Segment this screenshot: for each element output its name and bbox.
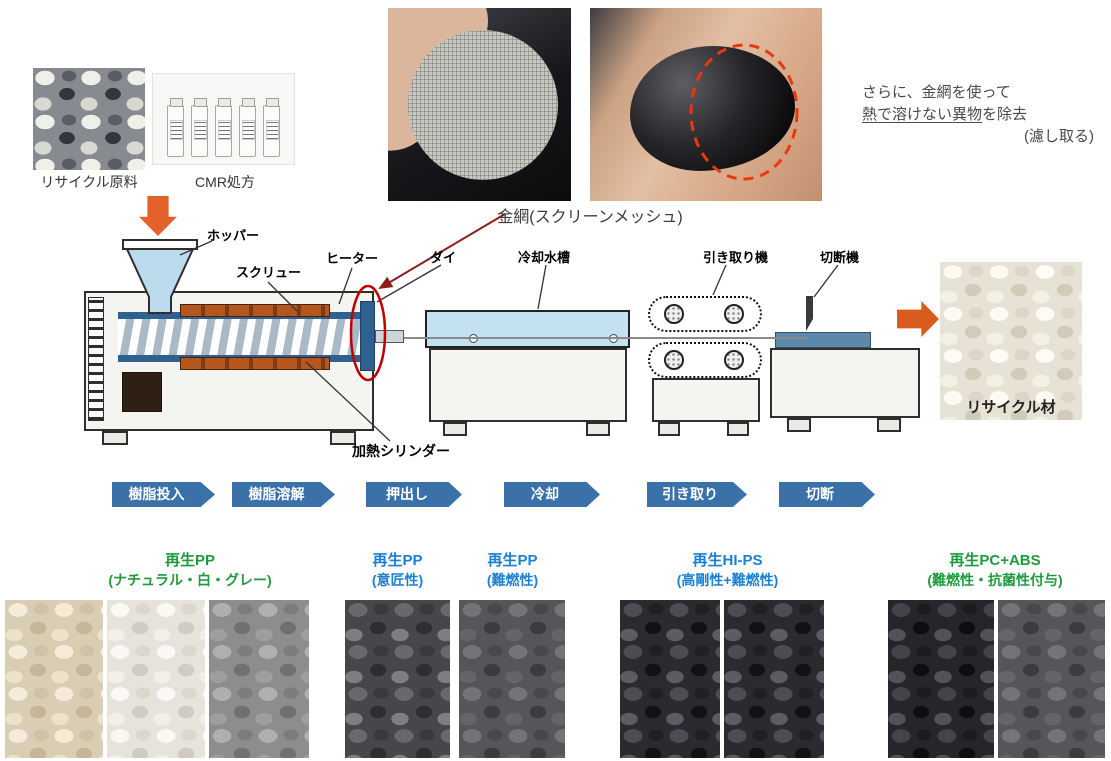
belt-wheel-icon bbox=[664, 304, 684, 324]
bottle-icon bbox=[263, 98, 280, 157]
molten-blob-shape bbox=[630, 46, 795, 171]
product-name: 再生PP bbox=[164, 552, 215, 569]
product-subtitle: (高剛性+難燃性) bbox=[676, 572, 779, 588]
pellet-photo-hips-2 bbox=[724, 600, 824, 758]
cooling-water-tank bbox=[425, 310, 630, 348]
product-subtitle: (ナチュラル・白・グレー) bbox=[108, 572, 272, 588]
cmr-formulation-photo bbox=[152, 73, 295, 165]
extruder-barrel-screw bbox=[118, 312, 364, 362]
haul-off-label: 引き取り機 bbox=[703, 250, 769, 265]
die-block bbox=[360, 301, 375, 371]
heater-band-bottom bbox=[180, 357, 330, 370]
screen-mesh-photo bbox=[388, 8, 571, 201]
belt-wheel-icon bbox=[724, 350, 744, 370]
belt-wheel-icon bbox=[724, 304, 744, 324]
cutter-table-slab bbox=[775, 332, 871, 348]
note-rest: を除去 bbox=[982, 106, 1028, 123]
product-group-header: 再生PC+ABS (難燃性・抗菌性付与) bbox=[900, 549, 1090, 590]
bottle-icon bbox=[167, 98, 184, 157]
cmr-label: CMR処方 bbox=[195, 174, 255, 190]
product-subtitle: (難燃性) bbox=[486, 572, 539, 588]
product-group-header: 再生PP (難燃性) bbox=[455, 549, 570, 590]
pellet-photo-pcabs-2 bbox=[998, 600, 1105, 758]
recycled-material-label: リサイクル材 bbox=[966, 399, 1056, 416]
hopper-rim bbox=[122, 239, 198, 250]
step-resin-input: 樹脂投入 bbox=[112, 482, 215, 507]
motor-box bbox=[122, 372, 162, 412]
note-line-1: さらに、金網を使って bbox=[862, 84, 1011, 101]
machine-foot bbox=[727, 422, 749, 436]
step-resin-melting: 樹脂溶解 bbox=[232, 482, 335, 507]
haul-off-belt-top bbox=[648, 296, 762, 332]
pellet-photo-pp-design bbox=[345, 600, 450, 758]
note-text: さらに、金網を使って 熱で溶けない異物を除去 (濾し取る) bbox=[862, 82, 1094, 148]
bottle-icon bbox=[215, 98, 232, 157]
step-extrusion: 押出し bbox=[366, 482, 462, 507]
heater-label: ヒーター bbox=[326, 251, 379, 266]
mesh-caption: 金網(スクリーンメッシュ) bbox=[497, 209, 683, 226]
cooling-tank-label: 冷却水槽 bbox=[518, 250, 571, 265]
product-subtitle: (意匠性) bbox=[371, 572, 424, 588]
product-group-header: 再生HI-PS (高剛性+難燃性) bbox=[645, 549, 810, 590]
machine-foot bbox=[658, 422, 680, 436]
machine-foot bbox=[586, 422, 610, 436]
note-line-3: (濾し取る) bbox=[1024, 128, 1094, 145]
tank-stand bbox=[429, 348, 627, 422]
pellet-photo-pp-white bbox=[107, 600, 205, 758]
screw-label: スクリュー bbox=[236, 265, 302, 280]
pellet-photo-pcabs-1 bbox=[888, 600, 994, 758]
die-label: ダイ bbox=[430, 250, 457, 265]
machine-foot bbox=[787, 418, 811, 432]
tank-drain-dot bbox=[609, 334, 618, 343]
product-subtitle: (難燃性・抗菌性付与) bbox=[927, 572, 1063, 588]
product-name: 再生PC+ABS bbox=[949, 552, 1041, 569]
pellet-photo-pp-flame-retardant bbox=[459, 600, 565, 758]
heating-cylinder-label: 加熱シリンダー bbox=[352, 443, 450, 459]
machine-foot bbox=[102, 431, 128, 445]
step-cooling: 冷却 bbox=[504, 482, 600, 507]
machine-foot bbox=[443, 422, 467, 436]
haul-off-belt-bottom bbox=[648, 342, 762, 378]
hopper-label: ホッパー bbox=[207, 228, 260, 243]
cutter-cabinet bbox=[770, 348, 920, 418]
note-underlined: 熱で溶けない異物 bbox=[862, 106, 983, 123]
bottle-icon bbox=[191, 98, 208, 157]
machine-foot bbox=[877, 418, 901, 432]
recycled-raw-material-label: リサイクル原料 bbox=[40, 174, 138, 190]
haul-off-stand bbox=[652, 378, 760, 422]
pellet-photo-pp-natural bbox=[5, 600, 103, 758]
pellet-photo-hips-1 bbox=[620, 600, 720, 758]
cutter-blade bbox=[806, 296, 813, 331]
right-arrow-icon bbox=[897, 301, 939, 337]
note-line-2: 熱で溶けない異物を除去 bbox=[862, 104, 1094, 126]
step-haul-off: 引き取り bbox=[647, 482, 747, 507]
product-group-header: 再生PP (ナチュラル・白・グレー) bbox=[80, 549, 300, 590]
step-cutting: 切断 bbox=[779, 482, 875, 507]
die-nozzle bbox=[375, 330, 404, 343]
cutter-label: 切断機 bbox=[820, 250, 860, 265]
pellet-photo-pp-gray bbox=[209, 600, 309, 758]
gear-rack bbox=[88, 297, 104, 421]
down-arrow-icon bbox=[139, 196, 177, 236]
bottle-icon bbox=[239, 98, 256, 157]
mesh-disc-shape bbox=[408, 30, 558, 180]
product-name: 再生HI-PS bbox=[692, 552, 763, 569]
tank-drain-dot bbox=[469, 334, 478, 343]
product-name: 再生PP bbox=[487, 552, 538, 569]
molten-plastic-photo bbox=[590, 8, 822, 201]
product-name: 再生PP bbox=[372, 552, 423, 569]
recycled-pellets-photo bbox=[940, 262, 1082, 420]
recycled-raw-material-photo bbox=[33, 68, 145, 170]
belt-wheel-icon bbox=[664, 350, 684, 370]
product-group-header: 再生PP (意匠性) bbox=[340, 549, 455, 590]
heater-band-top bbox=[180, 304, 330, 317]
